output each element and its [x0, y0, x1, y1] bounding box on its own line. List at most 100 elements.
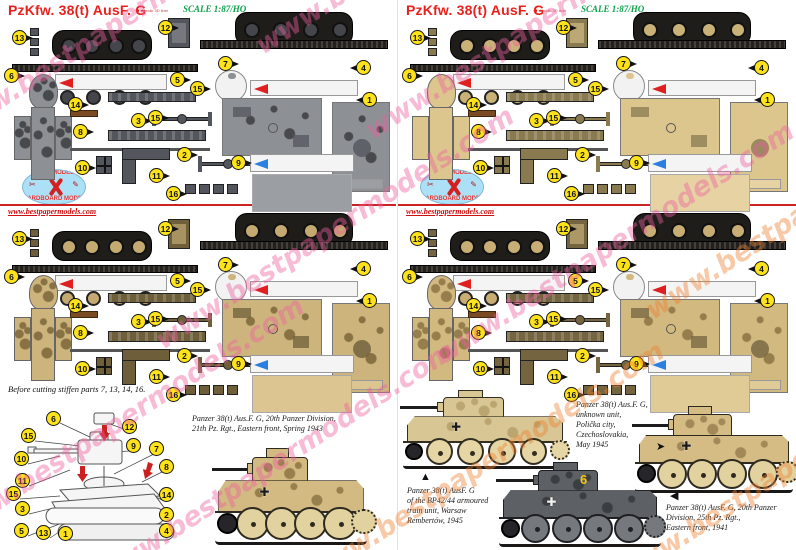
badge-pointer-icon: [232, 262, 239, 268]
part-small-cross: [494, 156, 510, 174]
part-plain-rect: [252, 174, 352, 212]
badge-pointer-icon: [485, 129, 492, 135]
part-number-badge: 11: [149, 369, 170, 384]
tank-policka: ✚: [632, 406, 796, 494]
badge-pointer-icon: [578, 191, 585, 197]
part-turret-unfold: [412, 74, 470, 184]
badge-pointer-icon: [487, 366, 494, 372]
part-track-strip: [200, 40, 388, 49]
part-number-badge: 9: [231, 356, 252, 371]
tank-sprocket-wheel: [549, 439, 571, 461]
axle-end: [208, 112, 212, 126]
badge-pointer-icon: [26, 35, 33, 41]
part-number-badge: 8: [73, 325, 94, 340]
caption-arrow-icon: ➤: [656, 441, 666, 453]
part-turret-unfold: [14, 74, 72, 184]
road-wheel: [107, 239, 124, 255]
direction-arrow-icon: [59, 279, 73, 289]
tank-idler-wheel: [405, 442, 423, 461]
square: [199, 385, 210, 395]
road-wheel: [86, 90, 101, 105]
tank-track: [499, 539, 661, 548]
part-number-badge: 1: [754, 92, 775, 107]
tank-idler-wheel: [216, 512, 239, 535]
wheel-hub: [628, 527, 634, 533]
caption-arrow-icon: ◀: [670, 490, 679, 502]
publisher-url: www.bestpapermodels.com: [8, 207, 97, 216]
part-square-strip-row: [583, 184, 636, 194]
badge-pointer-icon: [180, 392, 187, 398]
part-number-badge: 14: [466, 97, 487, 112]
tank-eastern-1941: ✚6: [496, 462, 667, 548]
part-hull-plate: [250, 154, 354, 172]
badge-pointer-icon: [87, 129, 94, 135]
part-track-strip: [12, 265, 198, 273]
turret-body: [31, 308, 55, 381]
turret-flap-r: [54, 316, 72, 361]
part-number-badge: 9: [231, 155, 252, 170]
tank-fender: [499, 517, 661, 520]
part-exhaust-strip: [468, 110, 496, 117]
road-wheel: [484, 291, 499, 306]
part-number-badge: 13: [12, 30, 33, 45]
badge-pointer-icon: [754, 97, 761, 103]
vent: [666, 324, 676, 334]
disc-top: [228, 73, 236, 79]
square: [227, 385, 238, 395]
part-track-strip: [598, 40, 786, 49]
badge-pointer-icon: [245, 160, 252, 166]
part-track-assembly: [52, 231, 152, 261]
assembly-number-badge: 5: [14, 523, 29, 538]
badge-pointer-icon: [180, 191, 187, 197]
badge-pointer-icon: [754, 298, 761, 304]
part-number-badge: 8: [471, 325, 492, 340]
tank-cross-marking: ✚: [451, 420, 462, 435]
part-square-strip-row: [583, 385, 636, 395]
wheel-hub: [534, 527, 540, 533]
road-wheel: [332, 22, 348, 38]
turret-flap-l: [14, 115, 32, 160]
tank-cross-marking: ✚: [681, 439, 692, 454]
part-number-badge: 15: [190, 282, 211, 297]
part-number-badge: 5: [568, 72, 589, 87]
part-number-badge: 5: [170, 72, 191, 87]
badge-pointer-icon: [589, 152, 596, 158]
hatch: [631, 308, 649, 318]
direction-arrow-icon: [254, 159, 268, 169]
road-wheel: [642, 22, 658, 38]
part-number-badge: 12: [158, 20, 179, 35]
tank-track: [215, 536, 367, 545]
badge-pointer-icon: [172, 25, 179, 31]
tank-bp42-warsaw: ✚: [400, 390, 571, 470]
logo-bottom-text: CARDBOARD MODELS: [23, 196, 86, 202]
hatch: [691, 135, 707, 147]
part-track-assembly: [450, 30, 550, 60]
road-wheel: [273, 22, 290, 38]
sheet-legend-right: ●: Novák 3D liner: [533, 6, 567, 15]
road-wheel: [484, 90, 499, 105]
part-fender-strip: [506, 331, 604, 342]
road-wheel: [332, 223, 348, 239]
tank-sprocket-wheel: [351, 508, 377, 535]
square: [213, 184, 224, 194]
part-l-shape: [122, 349, 170, 385]
caption-line: 21th Pz. Rgt., Eastern front, Spring 194…: [192, 424, 323, 433]
badge-pointer-icon: [582, 278, 589, 284]
part-hull-plate: [453, 74, 565, 90]
sheet-title-right: PzKfw. 38(t) AusF. G: [406, 2, 545, 18]
part-number-badge: 3: [529, 314, 550, 329]
part-number-badge: 13: [12, 231, 33, 246]
part-number-badge: 13: [410, 231, 431, 246]
part-number-badge: 5: [568, 273, 589, 288]
badge-pointer-icon: [748, 266, 755, 272]
caption-line: Panzer 38(t) Aus.F. G,: [576, 400, 648, 409]
tank-road-wheel: [686, 458, 717, 489]
caption-policka-1945: Panzer 38(t) Aus.F. G,unknown unit,Polič…: [576, 400, 681, 450]
badge-pointer-icon: [356, 298, 363, 304]
part-number-badge: 10: [473, 361, 494, 376]
tank-sprocket-wheel: [643, 515, 667, 538]
assembly-number-badge: 15: [21, 428, 36, 443]
square: [428, 38, 437, 46]
part-number-badge: 3: [131, 113, 152, 128]
